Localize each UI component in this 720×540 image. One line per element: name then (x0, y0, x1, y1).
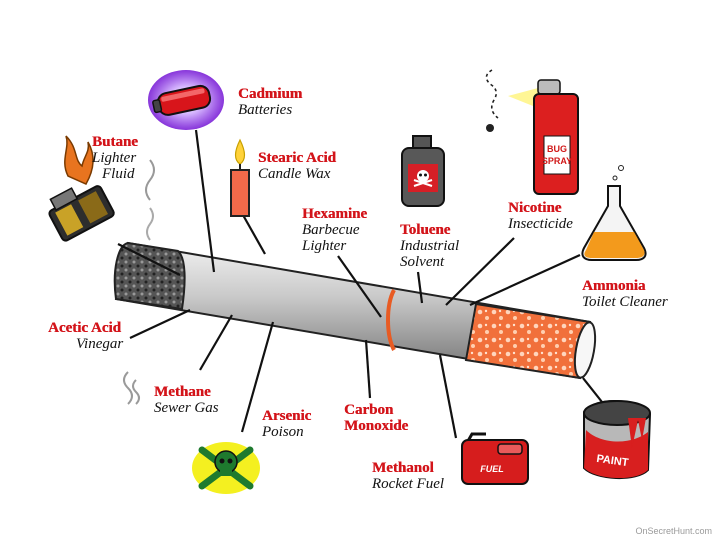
chemical-name: Cadmium (238, 86, 302, 102)
solvent-bottle-icon (402, 136, 444, 206)
label-methane: Methane Sewer Gas (154, 384, 219, 416)
label-stearic-acid: Stearic Acid Candle Wax (258, 150, 336, 182)
leader-cadmium (196, 130, 214, 272)
chemical-name: Methane (154, 384, 219, 400)
chemical-use: Sewer Gas (154, 400, 219, 416)
label-methanol: Methanol Rocket Fuel (372, 460, 444, 492)
chemical-use: Vinegar (48, 336, 123, 352)
fumes-icon (124, 372, 139, 404)
watermark: OnSecretHunt.com (635, 526, 712, 536)
leader-carbon (366, 340, 370, 398)
paint-can-icon: PAINT (584, 401, 650, 478)
chemical-use: Toilet Cleaner (582, 294, 668, 310)
leader-stearic (243, 215, 265, 254)
leader-paint (583, 378, 602, 402)
chemical-use: Insecticide (508, 216, 573, 232)
label-arsenic: Arsenic Poison (262, 408, 311, 440)
battery-icon (148, 70, 224, 130)
bug-spray-label-line1: BUG (547, 144, 567, 154)
label-ammonia: Ammonia Toilet Cleaner (582, 278, 668, 310)
leader-acetic (130, 310, 190, 338)
chemical-name: Ammonia (582, 278, 668, 294)
chemical-use: Candle Wax (258, 166, 336, 182)
chemical-use: Poison (262, 424, 311, 440)
cigarette-ash (115, 243, 185, 309)
bug-spray-label-line2: SPRAY (542, 156, 572, 166)
chemical-name: Toluene (400, 222, 459, 238)
chemical-name: Acetic Acid (48, 320, 123, 336)
label-nicotine: Nicotine Insecticide (508, 200, 573, 232)
candle-icon (231, 140, 249, 216)
chemical-name: Nicotine (508, 200, 573, 216)
fuel-can-label: FUEL (480, 464, 504, 474)
chemical-use: Rocket Fuel (372, 476, 444, 492)
chemical-name: Butane (92, 134, 138, 150)
leader-methanol (440, 355, 456, 438)
chemical-name: Arsenic (262, 408, 311, 424)
chemical-name: Hexamine (302, 206, 367, 222)
flask-icon (582, 166, 645, 261)
chemical-name: Stearic Acid (258, 150, 336, 166)
bug-spray-icon: BUG SPRAY (486, 70, 578, 194)
skull-crossbones-icon (192, 442, 260, 494)
chemical-use: Batteries (238, 102, 302, 118)
chemical-name: Methanol (372, 460, 444, 476)
label-cadmium: Cadmium Batteries (238, 86, 302, 118)
label-acetic-acid: Acetic Acid Vinegar (48, 320, 123, 352)
leader-ammonia (470, 255, 580, 305)
fuel-can-icon: FUEL (462, 434, 528, 484)
leader-methane (200, 315, 232, 370)
cigarette-filter (466, 304, 590, 378)
